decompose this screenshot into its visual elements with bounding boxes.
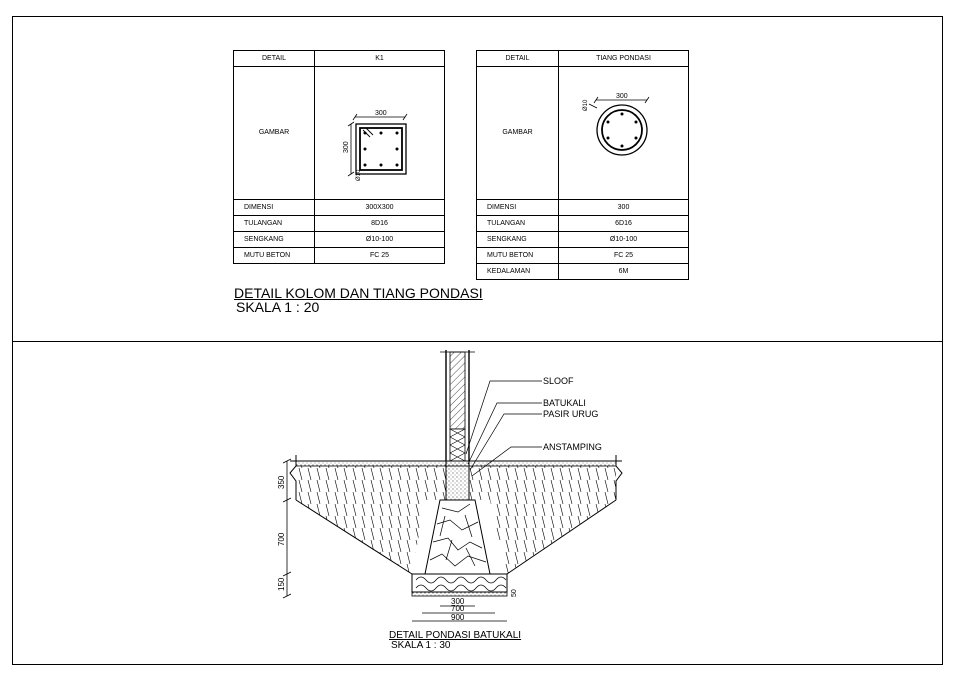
k1-image-label: GAMBAR: [233, 66, 315, 200]
pile-row-value: 6D16: [558, 215, 689, 232]
k1-row-value: Ø10-100: [314, 231, 445, 248]
pile-section-drawing: 300 Ø10: [583, 93, 650, 156]
pile-row-value: FC 25: [558, 247, 689, 264]
pile-row-value: 6M: [558, 263, 689, 280]
k1-bar-mark: Ø10: [356, 169, 362, 181]
caption-top: DETAIL KOLOM DAN TIANG PONDASI SKALA 1 :…: [234, 286, 483, 314]
k1-header-value: K1: [314, 50, 445, 67]
pile-image-label: GAMBAR: [476, 66, 559, 200]
pile-row-value: 300: [558, 199, 689, 216]
k1-row-label: DIMENSI: [233, 199, 315, 216]
k1-header-label: DETAIL: [233, 50, 315, 67]
pile-section-cell: 300 Ø10: [558, 66, 689, 200]
caption-bottom: DETAIL PONDASI BATUKALI SKALA 1 : 30: [389, 631, 521, 651]
column-k1-table: DETAIL K1 GAMBAR 300 300: [233, 50, 445, 264]
pile-row-label: MUTU BETON: [476, 247, 559, 264]
k1-row-value: 300X300: [314, 199, 445, 216]
k1-column-section-drawing: 300 300: [343, 110, 408, 181]
pile-row-label: TULANGAN: [476, 215, 559, 232]
pile-row-label: KEDALAMAN: [476, 263, 559, 280]
caption-bottom-title: DETAIL PONDASI BATUKALI: [389, 630, 522, 641]
caption-top-title: DETAIL KOLOM DAN TIANG PONDASI: [234, 285, 483, 301]
k1-height-dim: 300: [343, 141, 350, 153]
pile-row-value: Ø10-100: [558, 231, 689, 248]
pile-diameter-dim: 300: [616, 93, 628, 100]
k1-row-label: MUTU BETON: [233, 247, 315, 264]
pile-row-label: DIMENSI: [476, 199, 559, 216]
pile-table: DETAIL TIANG PONDASI GAMBAR 300 Ø10: [476, 50, 689, 280]
k1-section-cell: 300 300: [314, 66, 445, 200]
k1-row-label: TULANGAN: [233, 215, 315, 232]
pile-header-value: TIANG PONDASI: [558, 50, 689, 67]
pile-header-label: DETAIL: [476, 50, 559, 67]
caption-bottom-scale: SKALA 1 : 30: [391, 640, 451, 651]
pile-bar-mark: Ø10: [583, 99, 589, 111]
sheet-frame-bottom: [12, 341, 943, 665]
k1-row-label: SENGKANG: [233, 231, 315, 248]
pile-row-label: SENGKANG: [476, 231, 559, 248]
k1-row-value: 8D16: [314, 215, 445, 232]
k1-width-dim: 300: [375, 110, 387, 117]
k1-row-value: FC 25: [314, 247, 445, 264]
caption-top-scale: SKALA 1 : 20: [236, 299, 320, 315]
